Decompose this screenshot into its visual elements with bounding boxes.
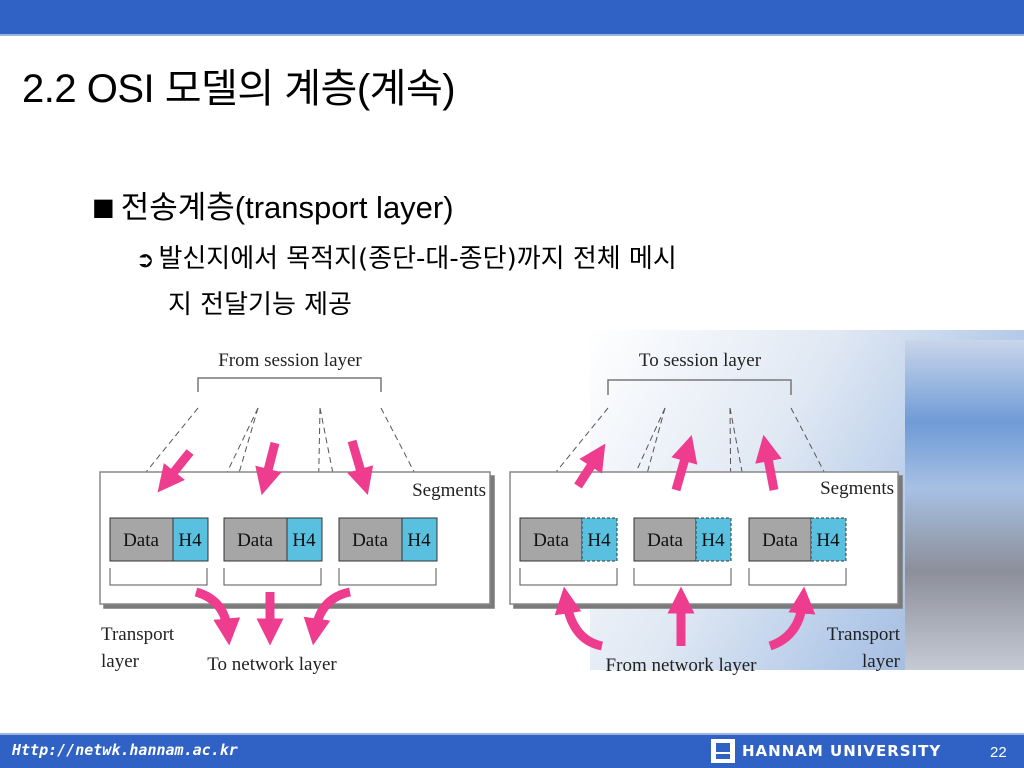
data-label: Data bbox=[533, 530, 569, 551]
upward-arrows bbox=[554, 434, 816, 651]
transport-layer-label-line-2: layer bbox=[101, 651, 140, 672]
arrow-in-1 bbox=[554, 586, 604, 651]
receiver-side: To session layer Segments Data H4 Data H… bbox=[509, 350, 901, 676]
arrow-bullet-icon: ➲ bbox=[136, 248, 155, 273]
session-bracket bbox=[197, 377, 382, 392]
bottom-divider bbox=[0, 733, 1024, 735]
arrow-down-2 bbox=[255, 441, 282, 496]
packet-brackets bbox=[519, 568, 847, 586]
sub-bullet-line-2: 지 전달기능 제공 bbox=[168, 290, 352, 320]
transport-layer-label-line-1: Transport bbox=[101, 624, 175, 645]
transport-layer-label-line-2: layer bbox=[862, 651, 901, 672]
packet-3: Data H4 bbox=[338, 517, 438, 562]
top-bar bbox=[0, 0, 1024, 34]
from-network-label: From network layer bbox=[606, 655, 758, 676]
packet-4: Data H4 bbox=[519, 517, 618, 562]
segments-label: Segments bbox=[820, 478, 894, 499]
header-label: H4 bbox=[407, 530, 431, 551]
data-label: Data bbox=[762, 530, 798, 551]
packet-1: Data H4 bbox=[109, 517, 209, 562]
to-session-label: To session layer bbox=[639, 350, 762, 371]
background-decoration-edge bbox=[905, 340, 1024, 670]
page-number: 22 bbox=[990, 744, 1007, 761]
downward-arrows bbox=[157, 439, 374, 646]
footer-url-link[interactable]: Http://netwk.hannam.ac.kr bbox=[12, 741, 238, 759]
header-label: H4 bbox=[816, 530, 840, 551]
arrow-up-2 bbox=[671, 435, 698, 492]
data-label: Data bbox=[123, 530, 159, 551]
sub-bullet: ➲발신지에서 목적지(종단-대-종단)까지 전체 메시 지 전달기능 제공 bbox=[136, 237, 896, 327]
segments-label: Segments bbox=[412, 480, 486, 501]
slide-title: 2.2 OSI 모델의 계층(계속) bbox=[22, 67, 456, 111]
arrow-out-1 bbox=[194, 587, 241, 646]
university-logo-icon bbox=[711, 739, 735, 763]
arrow-up-1 bbox=[574, 443, 606, 489]
packet-2: Data H4 bbox=[223, 517, 323, 562]
sender-side: From session layer Segments Data H4 Data… bbox=[99, 350, 491, 675]
packet-5: Data H4 bbox=[633, 517, 732, 562]
header-label: H4 bbox=[292, 530, 316, 551]
bullet-transport-layer: ■전송계층(transport layer) bbox=[92, 182, 454, 227]
packet-6: Data H4 bbox=[748, 517, 847, 562]
session-bracket bbox=[607, 379, 792, 395]
arrow-in-3 bbox=[768, 586, 816, 651]
bullet-korean-text: 전송계층 bbox=[120, 190, 235, 226]
bullet-english-text: (transport layer) bbox=[234, 190, 454, 225]
arrow-down-3 bbox=[347, 439, 374, 495]
transport-layer-label-line-1: Transport bbox=[827, 624, 901, 645]
square-bullet-icon: ■ bbox=[92, 193, 115, 221]
header-label: H4 bbox=[701, 530, 725, 551]
data-label: Data bbox=[237, 530, 273, 551]
bottom-bar bbox=[0, 735, 1024, 768]
data-label: Data bbox=[352, 530, 388, 551]
arrow-down-1 bbox=[157, 449, 194, 493]
university-name: HANNAM UNIVERSITY bbox=[742, 742, 942, 760]
header-label: H4 bbox=[587, 530, 611, 551]
header-label: H4 bbox=[178, 530, 202, 551]
arrow-out-3 bbox=[303, 587, 352, 646]
top-divider bbox=[0, 34, 1024, 36]
to-network-label: To network layer bbox=[207, 654, 337, 675]
packet-brackets bbox=[109, 568, 437, 586]
arrow-up-3 bbox=[755, 434, 782, 491]
data-label: Data bbox=[647, 530, 683, 551]
sub-bullet-line-1: 발신지에서 목적지(종단-대-종단)까지 전체 메시 bbox=[158, 244, 677, 274]
from-session-label: From session layer bbox=[218, 350, 362, 371]
